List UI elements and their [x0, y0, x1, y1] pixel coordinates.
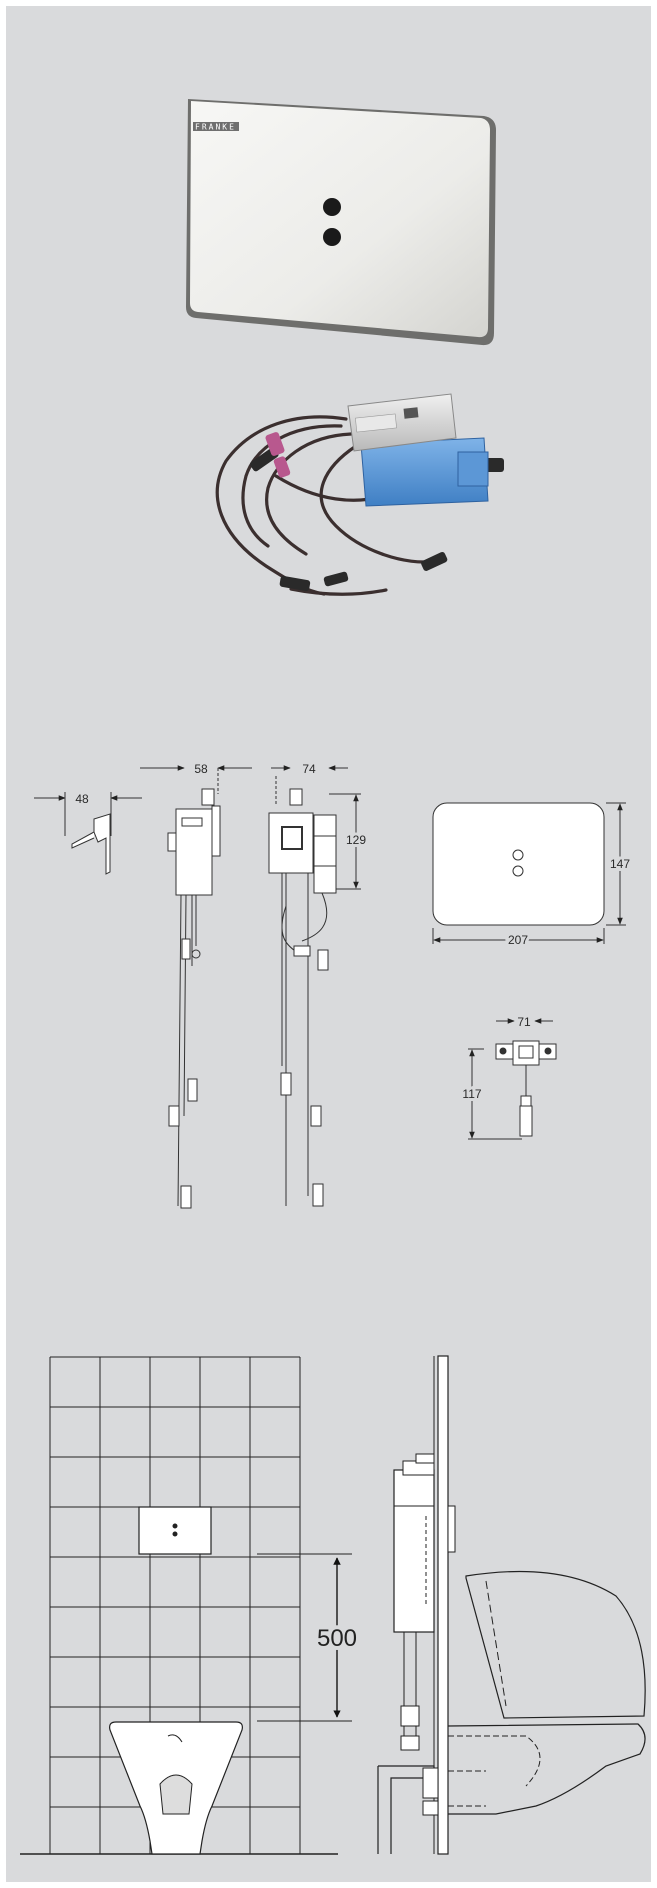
technical-drawings	[20, 765, 646, 1855]
sensor-eye-top	[323, 198, 341, 216]
solenoid-valve-drawing	[468, 1018, 557, 1140]
installation-side-view	[377, 1355, 646, 1855]
control-unit-front-drawing	[268, 765, 361, 1207]
brand-badge	[193, 122, 239, 131]
dim-sensor-height: 500	[317, 1625, 357, 1652]
dim-side-bracket-width: 48	[75, 792, 89, 806]
side-bracket-drawing	[34, 792, 142, 875]
product-sheet: FRANKE	[6, 6, 651, 1882]
dim-control-unit-depth: 58	[194, 762, 208, 776]
dim-cover-plate-width: 207	[508, 933, 528, 947]
control-unit-photo	[215, 393, 504, 596]
dim-control-unit-height: 129	[346, 833, 366, 847]
sensor-eye-bottom	[323, 228, 341, 246]
control-unit-side-drawing	[140, 765, 252, 1209]
sensor-cover-plate-photo: FRANKE	[186, 99, 496, 346]
installation-front-view	[20, 1356, 352, 1855]
cover-plate-drawing	[432, 802, 626, 944]
brand-label: FRANKE	[195, 123, 236, 132]
dim-cover-plate-height: 147	[610, 857, 630, 871]
dim-control-unit-width: 74	[302, 762, 316, 776]
product-sheet-svg: FRANKE	[20, 99, 646, 1855]
dim-solenoid-width: 71	[517, 1015, 531, 1029]
dim-solenoid-height: 117	[462, 1087, 481, 1101]
